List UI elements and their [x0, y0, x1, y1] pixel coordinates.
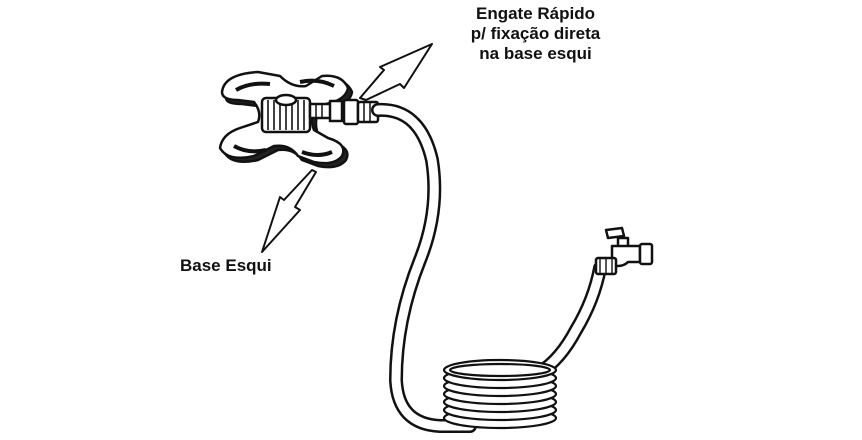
faucet-icon [594, 226, 654, 276]
coupler-label: Engate Rápido p/ fixação direta na base … [448, 4, 623, 64]
base-label: Base Esqui [180, 256, 272, 275]
hose-coil [442, 358, 558, 430]
coupler-label-line-3: na base esqui [479, 44, 592, 63]
coupler-label-line-1: Engate Rápido [475, 4, 595, 23]
arrow-coupler [359, 43, 433, 101]
coupler-label-line-2: p/ fixação direta [470, 24, 601, 43]
arrow-base [261, 169, 317, 253]
ski-base [218, 70, 354, 169]
hose [371, 102, 607, 433]
quick-coupler [342, 98, 380, 126]
